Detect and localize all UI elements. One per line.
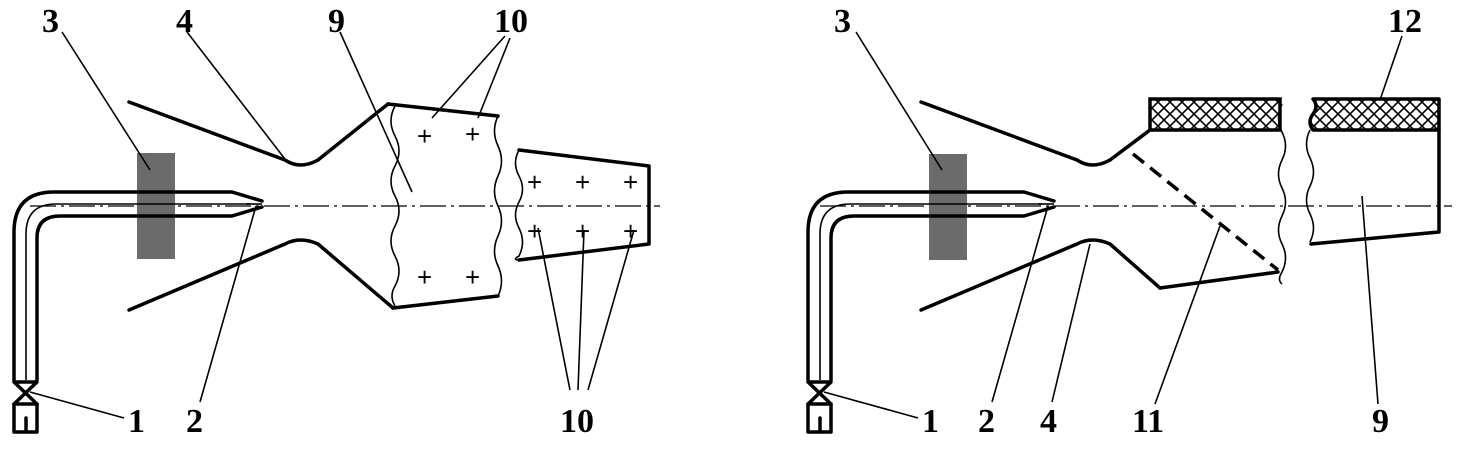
plus-sign: + bbox=[465, 119, 480, 149]
right-nozzle-upper-wall bbox=[919, 100, 1152, 167]
plus-sign: + bbox=[417, 121, 432, 151]
label-4: 4 bbox=[176, 3, 193, 40]
leader-11 bbox=[1154, 225, 1221, 405]
left-body-bottom bbox=[391, 294, 500, 310]
right-cover-right bbox=[1308, 97, 1441, 132]
plus-sign: + bbox=[575, 167, 590, 197]
leader-10-bottom-b bbox=[577, 229, 585, 391]
leader-10-bottom-c bbox=[587, 229, 635, 391]
left-exit-section bbox=[517, 148, 651, 262]
plus-sign: + bbox=[623, 216, 638, 246]
left-exit-break bbox=[514, 149, 524, 261]
label-2: 2 bbox=[978, 403, 995, 440]
label-3: 3 bbox=[834, 3, 851, 40]
right-cover-left bbox=[1148, 97, 1282, 132]
right-dashed-diaphragm bbox=[1131, 152, 1280, 272]
label-12: 12 bbox=[1388, 3, 1422, 40]
left-feed-tube-core bbox=[25, 203, 250, 380]
label-4: 4 bbox=[1040, 403, 1057, 440]
label-10-top: 10 bbox=[494, 3, 528, 40]
left-charges: + + + + + + + + + + bbox=[417, 119, 638, 292]
label-2: 2 bbox=[186, 403, 203, 440]
leader-12 bbox=[1379, 35, 1403, 101]
label-1: 1 bbox=[922, 403, 939, 440]
label-10-bottom: 10 bbox=[560, 403, 594, 440]
right-exit-channel bbox=[1309, 128, 1441, 246]
leader-2 bbox=[991, 205, 1049, 403]
leader-9 bbox=[1361, 195, 1379, 405]
leader-10-top-b bbox=[477, 37, 511, 119]
plus-sign: + bbox=[575, 216, 590, 246]
leader-10-top-a bbox=[431, 35, 506, 119]
label-1: 1 bbox=[128, 403, 145, 440]
left-figure: + + + + + + + + + + 3 4 9 10 bbox=[12, 3, 660, 440]
label-9: 9 bbox=[1372, 403, 1389, 440]
left-valve-stub bbox=[12, 402, 39, 434]
leader-4 bbox=[1051, 243, 1091, 403]
right-magnet bbox=[929, 154, 967, 260]
left-body-break-right bbox=[493, 115, 503, 297]
right-valve-stub bbox=[806, 402, 833, 434]
leader-4 bbox=[186, 31, 289, 164]
left-nozzle-lower-wall bbox=[127, 238, 395, 312]
left-feed-tube-inner bbox=[35, 205, 264, 382]
plus-sign: + bbox=[465, 262, 480, 292]
left-body-break-left bbox=[390, 105, 400, 307]
left-magnet bbox=[137, 153, 175, 259]
label-11: 11 bbox=[1132, 403, 1164, 440]
right-leaders bbox=[823, 31, 1403, 419]
right-feed-tube-inner bbox=[829, 205, 1056, 382]
leader-2 bbox=[199, 205, 257, 403]
right-figure: 3 12 1 2 4 11 9 bbox=[806, 3, 1452, 440]
left-leaders bbox=[29, 31, 635, 419]
right-break-left bbox=[1277, 103, 1287, 285]
right-feed-tube-core bbox=[819, 203, 1042, 380]
leader-1 bbox=[29, 391, 125, 419]
leader-3 bbox=[61, 31, 151, 171]
right-nozzle-lower-wall bbox=[919, 238, 1162, 312]
right-break-right bbox=[1305, 129, 1315, 243]
plus-sign: + bbox=[527, 167, 542, 197]
right-chamber-bottom bbox=[1158, 270, 1280, 290]
plus-sign: + bbox=[623, 167, 638, 197]
label-3: 3 bbox=[42, 3, 59, 40]
left-feed-tube-outer bbox=[12, 190, 264, 382]
label-9: 9 bbox=[328, 3, 345, 40]
leader-1 bbox=[823, 391, 919, 419]
plus-sign: + bbox=[417, 262, 432, 292]
leader-10-bottom-a bbox=[537, 227, 571, 391]
leader-9 bbox=[339, 31, 413, 193]
plus-sign: + bbox=[527, 216, 542, 246]
leader-3 bbox=[855, 31, 943, 171]
right-feed-tube-outer bbox=[806, 190, 1056, 382]
